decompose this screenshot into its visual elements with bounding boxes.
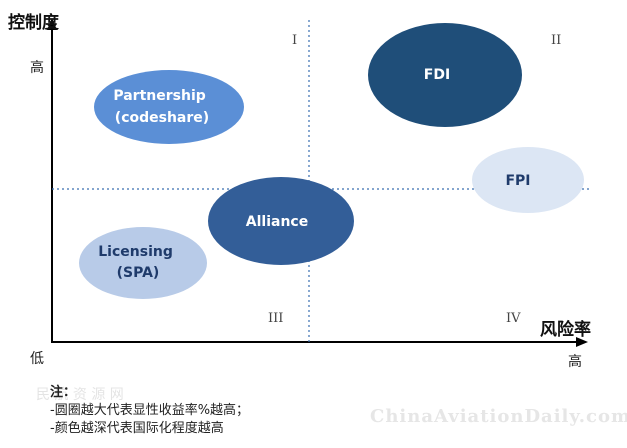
notes-line-2: -颜色越深代表国际化程度越高	[50, 421, 224, 436]
bubble-alliance-label: Alliance	[246, 214, 308, 230]
bubble-licensing: Licensing (SPA)	[79, 227, 207, 299]
notes-title: 注：	[50, 385, 77, 400]
bubble-fpi: FPI	[472, 147, 584, 213]
quadrant-label-iii: III	[268, 311, 283, 326]
origin-low-label: 低	[30, 351, 44, 367]
x-axis-arrow	[576, 337, 588, 347]
bubble-licensing-shape	[79, 227, 207, 299]
y-axis-high-label: 高	[30, 59, 44, 76]
bubble-partnership-label-line1: Partnership	[113, 88, 205, 104]
bubble-fpi-label: FPI	[505, 173, 530, 189]
bubble-fdi-shape	[368, 23, 522, 127]
y-axis-arrow	[47, 18, 57, 30]
bubble-partnership-label: Partnership (codeshare)	[113, 88, 210, 126]
x-axis-title: 风险率	[540, 319, 591, 340]
bubble-alliance-shape	[208, 177, 354, 265]
bubble-alliance: Alliance	[208, 177, 354, 265]
bubble-partnership: Partnership (codeshare)	[94, 70, 244, 144]
y-axis-title: 控制度	[8, 12, 60, 33]
notes: 注： -圆圈越大代表显性收益率%越高； -颜色越深代表国际化程度越高	[50, 384, 249, 438]
watermark-right: ChinaAviationDaily.com	[370, 406, 627, 427]
watermark-left: 民 航 资 源 网	[36, 387, 124, 403]
bubble-licensing-label-line1: Licensing	[98, 244, 173, 260]
bubble-partnership-label-line2: (codeshare)	[115, 110, 209, 126]
notes-line-1: -圆圈越大代表显性收益率%越高；	[50, 403, 250, 418]
quadrant-label-ii: II	[551, 33, 561, 48]
bubble-licensing-label: Licensing (SPA)	[98, 244, 177, 281]
bubble-licensing-label-line2: (SPA)	[117, 265, 160, 281]
x-axis-high-label: 高	[568, 353, 582, 370]
quadrant-label-iv: IV	[506, 311, 521, 326]
bubble-fpi-shape	[472, 147, 584, 213]
bubble-fdi: FDI	[368, 23, 522, 127]
bubble-fdi-label: FDI	[424, 67, 450, 83]
quadrant-label-i: I	[292, 33, 297, 48]
bubble-partnership-shape	[94, 70, 244, 144]
